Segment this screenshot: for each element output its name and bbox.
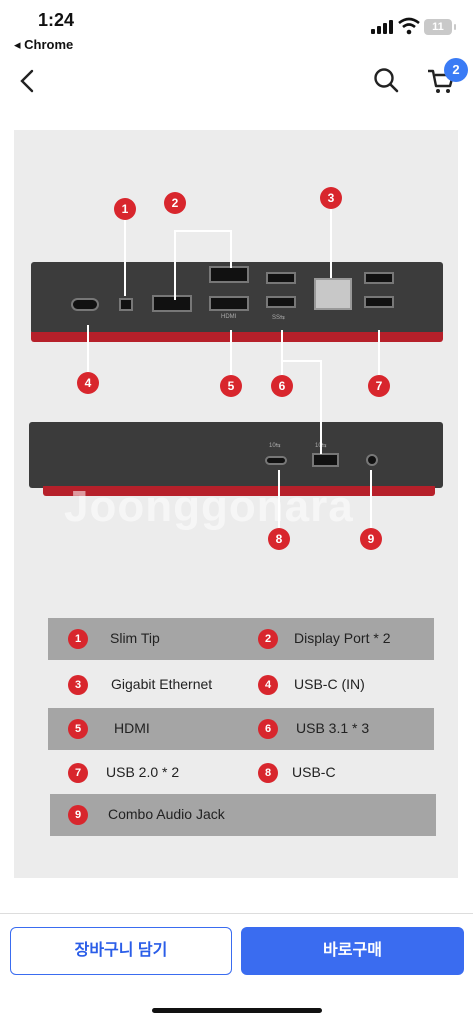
- dock-red-base: [43, 486, 435, 496]
- legend-number: 7: [68, 763, 88, 783]
- watermark: Joonggonara: [64, 482, 354, 531]
- displayport-1: [152, 295, 192, 312]
- leader-line: [281, 330, 283, 375]
- usb-ss-label: SS⇆: [272, 315, 286, 321]
- legend-number: 9: [68, 805, 88, 825]
- callout-5: 5: [220, 375, 242, 397]
- usb-a-port-2: [266, 296, 296, 308]
- legend-label: USB 2.0 * 2: [106, 764, 180, 780]
- battery-icon: 11: [424, 19, 456, 35]
- legend-label: Display Port * 2: [294, 630, 391, 646]
- legend-label: HDMI: [114, 720, 150, 736]
- legend-label: USB-C (IN): [294, 676, 365, 692]
- legend-number: 4: [258, 675, 278, 695]
- dock-rear-view: HDMI SS⇆: [31, 262, 443, 342]
- leader-line: [278, 470, 280, 528]
- status-time: 1:24: [38, 10, 75, 30]
- usb-c-front-port: [265, 456, 287, 465]
- legend-row: 5 HDMI 6 USB 3.1 * 3: [48, 708, 434, 750]
- leader-line: [320, 360, 322, 454]
- legend-number: 2: [258, 629, 278, 649]
- legend-number: 6: [258, 719, 278, 739]
- usb-c-10-label: 10⇆: [269, 443, 281, 449]
- leader-line: [230, 230, 232, 268]
- dock-red-base: [31, 332, 443, 342]
- wifi-icon: [398, 17, 420, 35]
- leader-line: [230, 330, 232, 375]
- hdmi-port: [209, 296, 249, 311]
- leader-line: [124, 218, 126, 296]
- callout-9: 9: [360, 528, 382, 550]
- legend-row: 3 Gigabit Ethernet 4 USB-C (IN): [48, 664, 434, 706]
- callout-1: 1: [114, 198, 136, 220]
- cellular-signal-icon: [371, 20, 393, 34]
- legend-row: 9 Combo Audio Jack: [50, 794, 436, 836]
- leader-line: [174, 230, 232, 232]
- legend-number: 8: [258, 763, 278, 783]
- leader-line: [87, 325, 89, 375]
- legend-label: Combo Audio Jack: [108, 806, 225, 822]
- displayport-2: [209, 266, 249, 283]
- callout-3: 3: [320, 187, 342, 209]
- legend-label: Slim Tip: [110, 630, 160, 646]
- leader-line: [370, 470, 372, 528]
- back-to-chrome-link[interactable]: ◂ Chrome: [14, 37, 74, 52]
- bottom-divider: [0, 913, 473, 914]
- buy-now-button[interactable]: 바로구매: [241, 927, 464, 975]
- home-indicator[interactable]: [152, 1008, 322, 1013]
- legend-number: 1: [68, 629, 88, 649]
- ethernet-port: [314, 278, 352, 310]
- callout-2: 2: [164, 192, 186, 214]
- hdmi-port-label: HDMI: [221, 314, 237, 320]
- usb-a-port-1: [266, 272, 296, 284]
- leader-line: [330, 208, 332, 278]
- top-nav: [0, 56, 473, 108]
- dock-front-view: 10⇆ 10⇆: [29, 422, 443, 496]
- search-icon[interactable]: [372, 66, 400, 94]
- leader-line: [174, 230, 176, 300]
- callout-6: 6: [271, 375, 293, 397]
- legend-number: 3: [68, 675, 88, 695]
- usb-2-port-1: [364, 272, 394, 284]
- slim-tip-port: [119, 298, 133, 311]
- usb-2-port-2: [364, 296, 394, 308]
- status-bar: 1:24 ◂ Chrome 11: [0, 0, 473, 56]
- usb-c-in-port: [71, 298, 99, 311]
- legend-row: 1 Slim Tip 2 Display Port * 2: [48, 618, 434, 660]
- legend-label: Gigabit Ethernet: [111, 676, 213, 692]
- legend-label: USB-C: [292, 764, 336, 780]
- usb-a-front-port: [312, 453, 339, 467]
- callout-4: 4: [77, 372, 99, 394]
- callout-7: 7: [368, 375, 390, 397]
- leader-line: [378, 330, 380, 375]
- legend-label: USB 3.1 * 3: [296, 720, 370, 736]
- product-image: HDMI SS⇆ 10⇆ 10⇆ Joonggonara: [14, 130, 458, 878]
- add-to-cart-button[interactable]: 장바구니 담기: [10, 927, 232, 975]
- legend-row: 7 USB 2.0 * 2 8 USB-C: [48, 752, 434, 794]
- legend-number: 5: [68, 719, 88, 739]
- callout-8: 8: [268, 528, 290, 550]
- cart-count-badge: 2: [444, 58, 468, 82]
- back-arrow-icon[interactable]: [15, 68, 41, 94]
- audio-jack: [366, 454, 378, 466]
- leader-line: [281, 360, 321, 362]
